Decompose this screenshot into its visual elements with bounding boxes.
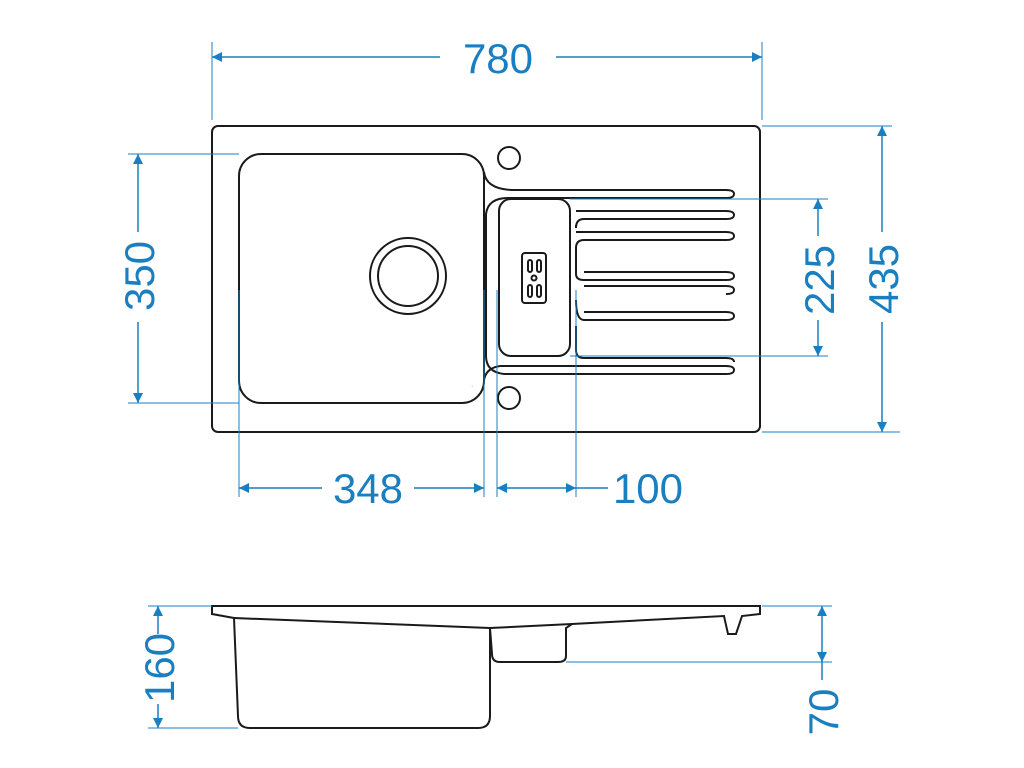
- top-view: ·: [211, 125, 761, 433]
- drainer-edge: [483, 171, 736, 375]
- tap-hole-top-icon: [497, 146, 521, 170]
- groove-1: [575, 210, 736, 229]
- dim-drainer-slot-label: 225: [796, 245, 843, 315]
- watermark: ·: [470, 377, 475, 393]
- dim-overall-depth: 435: [762, 125, 907, 433]
- dim-overall-depth-label: 435: [860, 244, 907, 314]
- dim-second-bowl-height: 70: [566, 605, 847, 736]
- tap-hole-bottom-icon: [497, 386, 521, 410]
- second-bowl: [498, 198, 571, 357]
- groove-2: [575, 231, 736, 281]
- side-profile: [211, 605, 761, 729]
- dim-second-bowl-height-label: 70: [800, 689, 847, 736]
- dim-drainer-slot: 225: [570, 198, 843, 357]
- drain-outer-icon: [369, 237, 447, 315]
- overflow-slot-icon: [521, 252, 547, 304]
- dim-bowl-depth: 350: [116, 153, 239, 404]
- main-bowl: [238, 153, 485, 404]
- drain-inner-icon: [377, 245, 439, 307]
- dim-second-bowl-width-label: 100: [613, 465, 683, 512]
- dim-bowl-widths: 348 100: [238, 290, 683, 512]
- dim-bowl-height-label: 160: [136, 633, 183, 703]
- side-view: [211, 605, 761, 729]
- groove-3: [575, 299, 736, 321]
- dim-overall-width-label: 780: [463, 35, 533, 82]
- dim-overall-width: 780: [211, 35, 763, 120]
- dim-bowl-height: 160: [136, 605, 238, 729]
- dim-bowl-width-label: 348: [333, 465, 403, 512]
- dim-bowl-depth-label: 350: [116, 241, 163, 311]
